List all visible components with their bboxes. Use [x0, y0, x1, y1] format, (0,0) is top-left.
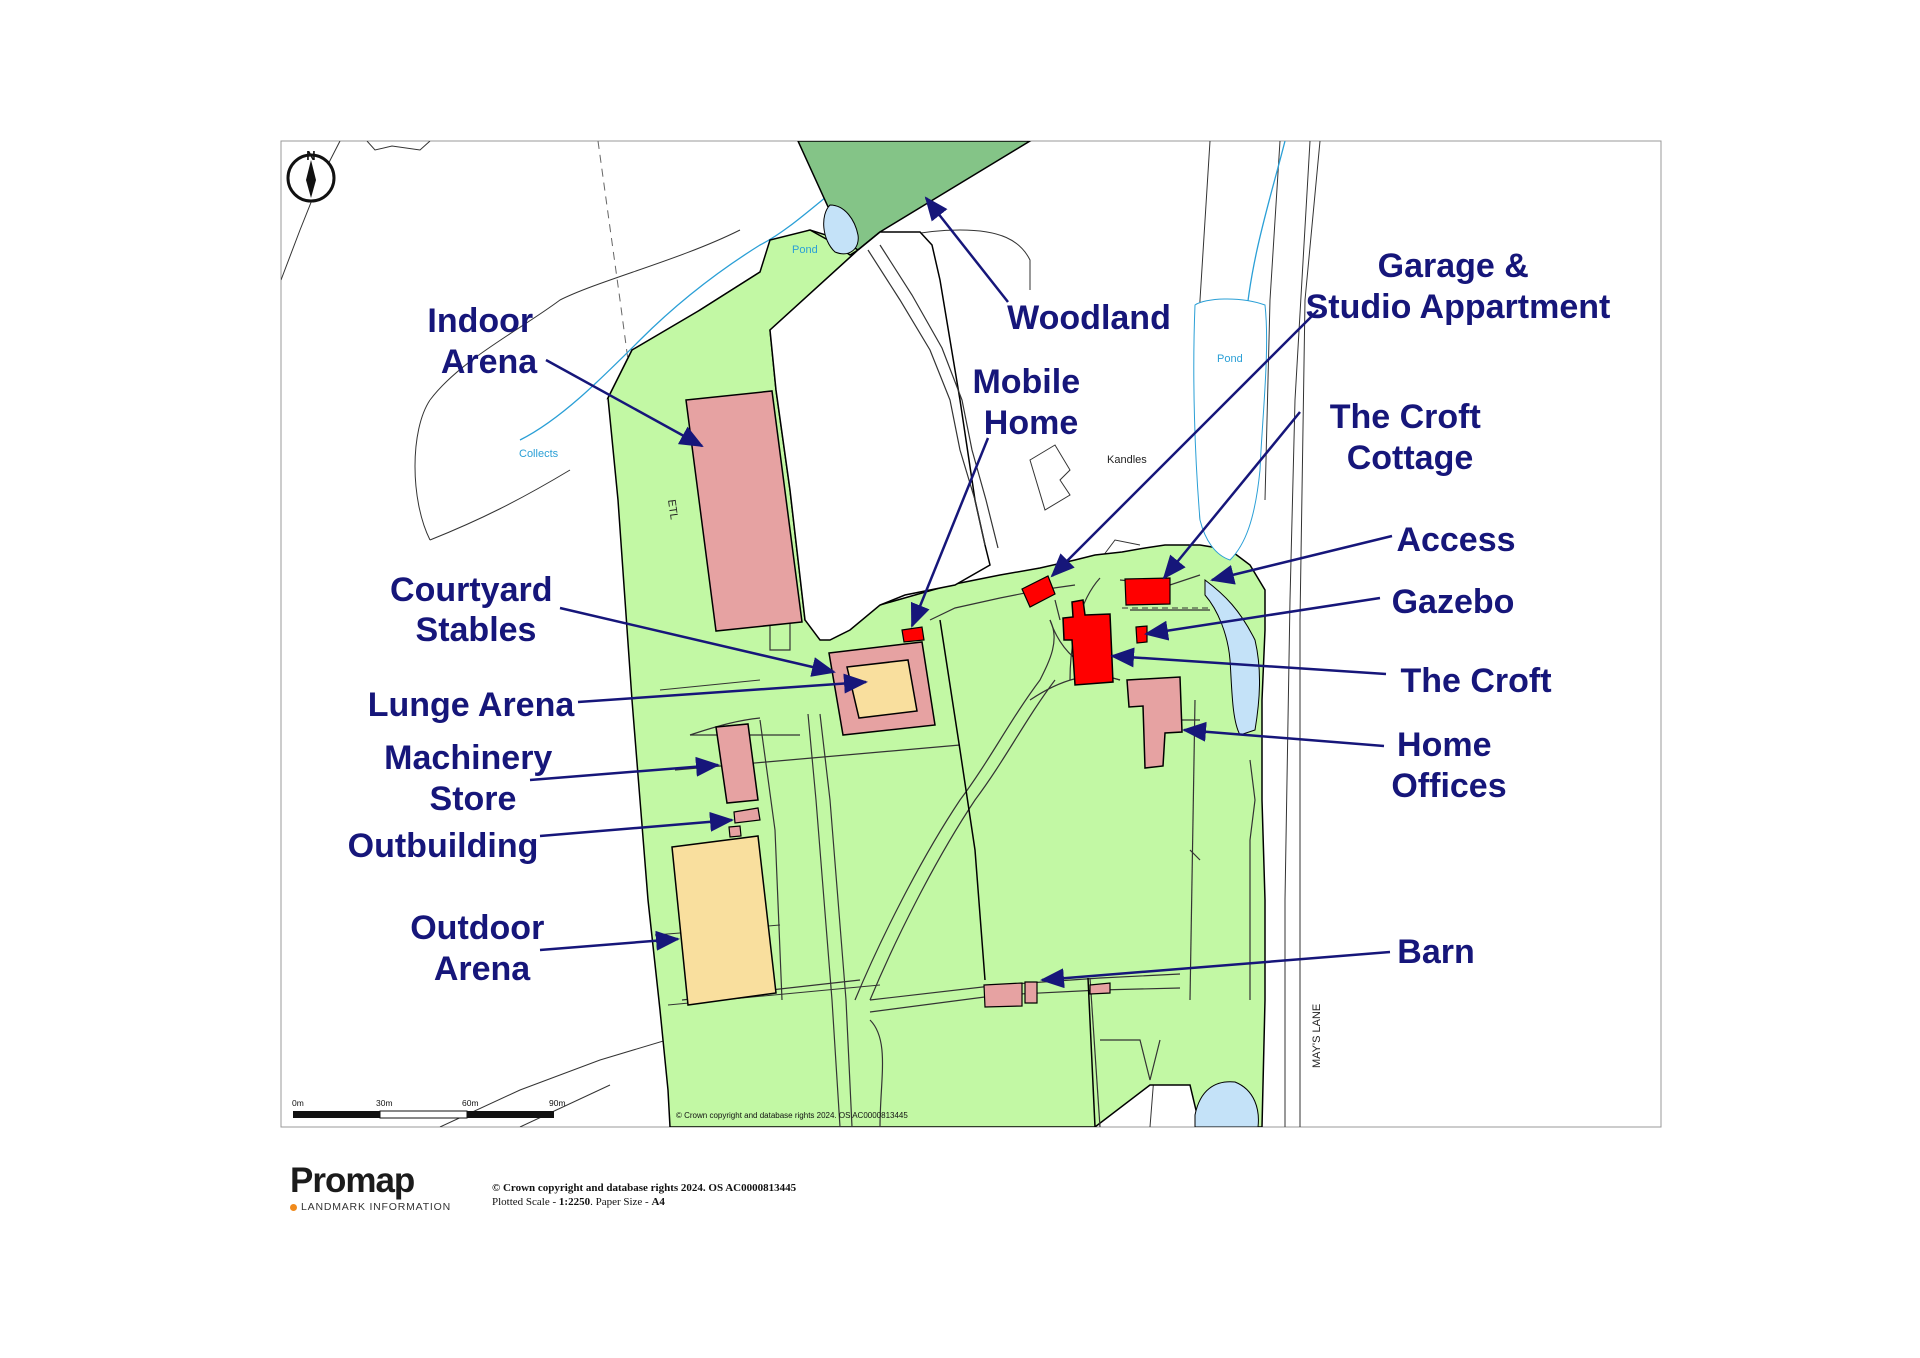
field-boundary-2	[1087, 977, 1096, 1127]
label-garage-line-1: Garage &	[1378, 247, 1529, 285]
mays-lane-label: MAY'S LANE	[1311, 1004, 1323, 1068]
moat	[1204, 578, 1260, 736]
copyright-line: © Crown copyright and database rights 20…	[492, 1182, 797, 1194]
label-garage-studio: Garage & Studio Appartment	[1306, 247, 1611, 326]
arrow-courtyard-stables	[559, 606, 836, 677]
label-courtyard-stables: Courtyard Stables	[390, 571, 562, 649]
arrow-machinery-store	[529, 756, 720, 782]
label-indoor-arena-line-1: Indoor	[427, 302, 533, 340]
scale-tick-30: 30m	[376, 1098, 393, 1108]
promap-subtitle-text: LANDMARK INFORMATION	[301, 1201, 451, 1213]
label-home-offices-line-1: Home	[1397, 726, 1491, 764]
label-croft-cottage: The Croft Cottage	[1330, 398, 1491, 477]
etl-label: ETL	[665, 499, 680, 521]
scale-line: Plotted Scale - 1:2250. Paper Size - A4	[492, 1195, 796, 1209]
pond-label-north: Pond	[792, 244, 818, 256]
label-home-offices: Home Offices	[1391, 726, 1506, 805]
scale-value: 1:2250	[558, 1196, 591, 1208]
arrow-woodland	[924, 196, 1009, 303]
label-mobile-home-line-1: Mobile	[972, 363, 1080, 401]
label-outdoor-arena: Outdoor Arena	[410, 909, 554, 988]
north-arrow: N	[286, 148, 336, 203]
promap-wordmark: Promap	[290, 1161, 415, 1200]
label-mobile-home-line-2: Home	[984, 404, 1078, 442]
orange-dot-icon	[290, 1203, 297, 1211]
promap-logo: Promap LANDMARK INFORMATION	[290, 1163, 451, 1213]
scale-prefix: Plotted Scale -	[492, 1196, 559, 1208]
label-the-croft: The Croft	[1400, 662, 1551, 700]
home-offices-building	[1126, 676, 1183, 769]
croft-cottage-building	[1124, 577, 1171, 606]
lunge-arena	[846, 659, 918, 719]
label-machinery-store: Machinery Store	[384, 739, 562, 818]
label-mobile-home: Mobile Home	[972, 363, 1089, 442]
label-gazebo: Gazebo	[1392, 583, 1515, 621]
excluded-plot	[769, 231, 991, 641]
the-croft-building	[1062, 599, 1114, 686]
label-indoor-arena-line-2: Arena	[441, 343, 538, 381]
collects-label: Collects	[519, 448, 559, 460]
label-barn: Barn	[1397, 933, 1474, 971]
outdoor-arena	[671, 835, 777, 1006]
label-courtyard-line-2: Stables	[416, 611, 537, 649]
arrow-home-offices	[1182, 721, 1385, 748]
barn-building-3	[1089, 982, 1111, 995]
promap-subtitle: LANDMARK INFORMATION	[290, 1201, 451, 1213]
paper-value: A4	[651, 1196, 665, 1208]
callout-labels: Indoor Arena Woodland Garage & Studio Ap…	[348, 247, 1611, 988]
arrow-croft-cottage	[1162, 411, 1301, 580]
indoor-arena-building	[685, 390, 803, 632]
mobile-home-building	[901, 626, 925, 643]
pond-east	[1193, 298, 1268, 561]
outbuilding-2	[728, 825, 742, 838]
hedge	[659, 679, 761, 691]
arrow-mobile-home	[910, 437, 990, 628]
pond-label-east: Pond	[1217, 353, 1243, 365]
barn-building-2	[1024, 981, 1038, 1004]
label-outbuilding: Outbuilding	[348, 827, 539, 865]
arrow-indoor-arena	[545, 358, 704, 448]
label-machinery-line-1: Machinery	[384, 739, 552, 777]
label-access: Access	[1396, 521, 1515, 559]
arrow-the-croft	[1110, 647, 1387, 676]
label-indoor-arena: Indoor Arena	[427, 302, 542, 381]
label-lunge-arena: Lunge Arena	[368, 686, 576, 724]
label-woodland: Woodland	[1007, 299, 1171, 337]
paper-prefix: . Paper Size -	[590, 1196, 652, 1208]
scale-bar: 0m 30m 60m 90m	[292, 1098, 566, 1119]
footer-copyright: © Crown copyright and database rights 20…	[492, 1181, 796, 1209]
label-croft-cottage-line-1: The Croft	[1330, 398, 1481, 436]
label-garage-line-2: Studio Appartment	[1306, 288, 1611, 326]
arrow-outbuilding	[539, 811, 734, 838]
kandles-label: Kandles	[1107, 454, 1147, 466]
arrow-outdoor-arena	[539, 930, 680, 952]
pond-south	[1194, 1081, 1259, 1127]
garage-studio-building	[1021, 575, 1056, 608]
callout-arrows	[529, 196, 1393, 989]
label-courtyard-line-1: Courtyard	[390, 571, 552, 609]
arrow-access	[1210, 534, 1393, 585]
pond-north	[823, 204, 859, 255]
arrow-gazebo	[1144, 596, 1381, 641]
label-outdoor-line-1: Outdoor	[410, 909, 544, 947]
label-outdoor-line-2: Arena	[434, 950, 531, 988]
scale-tick-90: 90m	[549, 1098, 566, 1108]
gazebo-building	[1135, 625, 1148, 644]
barn-building-1	[983, 982, 1023, 1008]
scale-tick-0: 0m	[292, 1098, 304, 1108]
north-label: N	[306, 148, 315, 163]
label-machinery-line-2: Store	[430, 780, 517, 818]
outbuilding-1	[733, 807, 761, 824]
arrow-barn	[1040, 950, 1391, 989]
arrow-garage	[1050, 309, 1319, 578]
label-croft-cottage-line-2: Cottage	[1347, 439, 1474, 477]
machinery-store-building	[715, 723, 759, 804]
field-boundary	[939, 619, 986, 981]
arrow-lunge-arena	[577, 673, 868, 704]
scale-tick-60: 60m	[462, 1098, 479, 1108]
label-home-offices-line-2: Offices	[1391, 767, 1506, 805]
inset-copyright: © Crown copyright and database rights 20…	[676, 1111, 908, 1120]
